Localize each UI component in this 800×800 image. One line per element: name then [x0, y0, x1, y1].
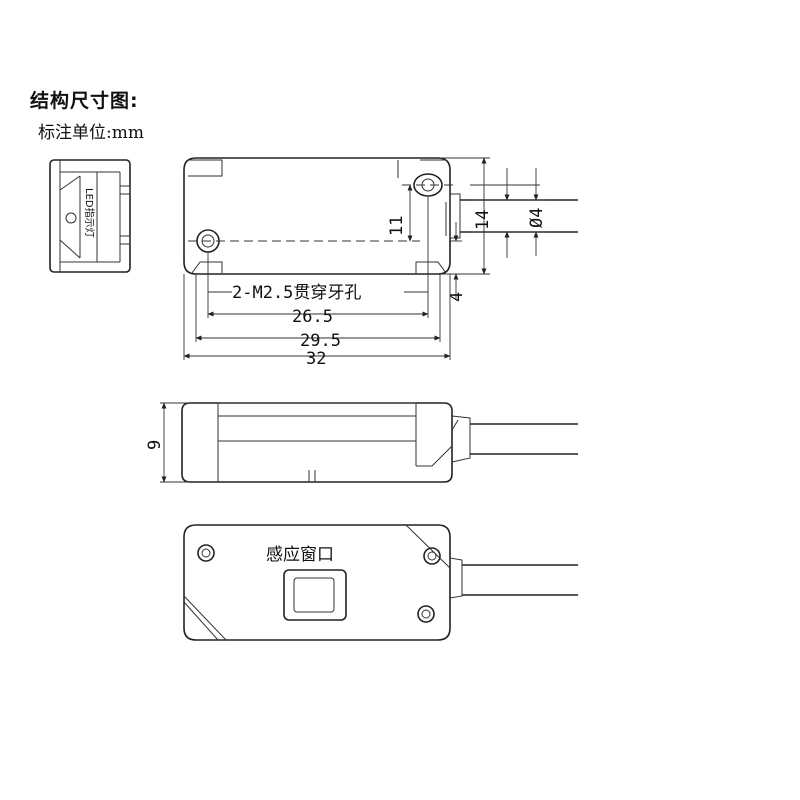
led-indicator-icon: [65, 212, 77, 224]
dim-thread-holes: 2-M2.5贯穿牙孔: [232, 283, 361, 303]
sensing-window: [283, 569, 347, 621]
unit-note: 标注单位:mm: [38, 123, 144, 143]
top-view: 11 14 Ø4 4 2-M2.5贯穿牙孔 26.5 29.5 32: [183, 157, 578, 369]
led-indicator-label: LED指示灯: [83, 188, 96, 238]
sensing-window-label: 感应窗口: [266, 545, 334, 565]
dim-hole-pitch: 26.5: [292, 307, 333, 327]
mount-hole-icon: [417, 605, 435, 623]
dim-cable-diameter: Ø4: [527, 208, 547, 228]
page-title: 结构尺寸图:: [30, 90, 139, 112]
bottom-view: 感应窗口: [183, 524, 578, 641]
front-view: 9: [145, 402, 578, 483]
dim-hole-offset: 11: [387, 216, 407, 236]
dim-height: 9: [145, 440, 165, 450]
dim-length: 32: [306, 349, 326, 369]
mount-hole-icon: [197, 544, 215, 562]
dim-edge-offset: 4: [447, 292, 467, 302]
dim-width: 14: [473, 210, 493, 230]
dim-mount-span: 29.5: [300, 331, 341, 351]
side-view: LED指示灯: [49, 159, 131, 273]
mount-hole-icon: [423, 547, 441, 565]
